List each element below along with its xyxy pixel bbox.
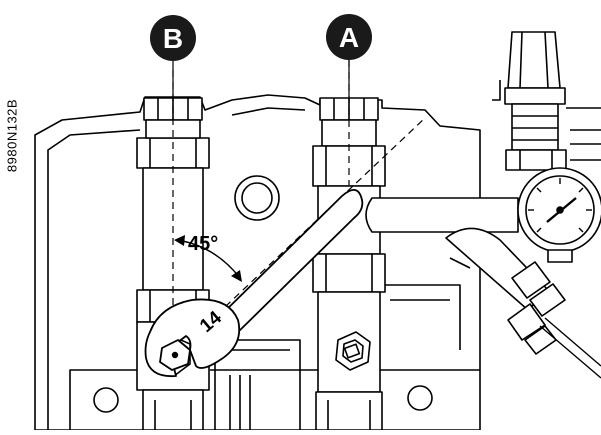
right-bracket: [492, 80, 601, 161]
angled-pipe-lower: [449, 257, 471, 269]
gauge-stem: [547, 249, 573, 263]
boiler-housing: [34, 94, 481, 431]
pipe-b-nut-upper-lines: [149, 138, 197, 168]
pressure-gauge-ticks: [528, 178, 592, 233]
relief-valve-cap: [507, 31, 561, 89]
relief-valve-body: [511, 103, 559, 151]
relief-valve-body-lines: [512, 115, 558, 141]
wrench-jaw-dot: [171, 351, 179, 359]
housing-port-inner: [241, 182, 273, 214]
drawing-code: 8980N132B: [4, 98, 20, 173]
relief-valve-cap-lines: [519, 31, 549, 89]
pipe-a-bottom: [315, 391, 383, 431]
relief-valve-nut: [505, 149, 567, 171]
pipe-a-bottom-lines: [327, 400, 371, 430]
angle-label: 45°: [188, 233, 218, 255]
pipe-b-bottom: [142, 389, 204, 431]
horizontal-pipe: [365, 197, 519, 233]
housing-inner-edge: [47, 129, 141, 430]
pressure-gauge-hub: [556, 206, 564, 214]
relief-valve-neck: [504, 87, 566, 105]
wrench-handle: [217, 189, 364, 337]
cable-fitting-1: [511, 261, 551, 299]
housing-inner-step: [231, 107, 306, 116]
pipe-b-bottom-lines: [154, 400, 192, 430]
lower-frame: [69, 369, 480, 430]
cable: [539, 317, 601, 379]
pipe-a-nut-lower: [312, 253, 386, 293]
relief-valve-nut-lines: [519, 150, 553, 170]
pipe-a-nut-upper: [312, 145, 386, 187]
angle-arrow-left: [174, 235, 185, 246]
badge-b-label: B: [163, 23, 183, 54]
badge-b: [150, 15, 196, 61]
badge-a-label: A: [339, 22, 359, 53]
cable-fitting-3: [507, 303, 546, 341]
frame-ribs: [229, 375, 251, 430]
frame-hole-right: [407, 385, 433, 411]
right-frame-lines: [380, 284, 461, 350]
frame-hole-left: [93, 387, 119, 413]
pipe-a-nut-lower-lines: [325, 254, 373, 292]
cable-fitting-2: [529, 283, 566, 317]
wrench-axis-line: [172, 117, 426, 357]
pipe-a-nut-upper-lines: [325, 146, 373, 186]
badge-a: [326, 14, 372, 60]
valve-a-spindle-slot: [343, 343, 361, 359]
wrench-14: [144, 189, 364, 378]
angle-arrow-right: [231, 270, 242, 282]
